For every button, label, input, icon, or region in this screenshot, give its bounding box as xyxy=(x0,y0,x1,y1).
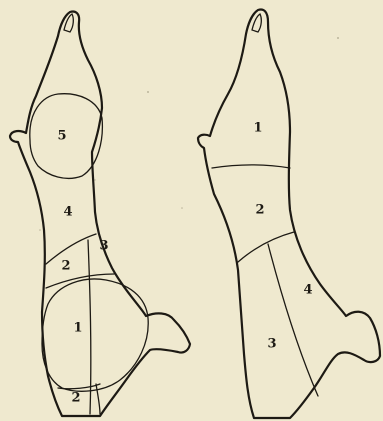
right-label-4: 4 xyxy=(303,283,312,298)
left-label-2-upper: 2 xyxy=(61,259,70,274)
left-label-3: 3 xyxy=(99,239,108,254)
right-line-1-2 xyxy=(212,165,290,168)
left-label-4: 4 xyxy=(63,205,72,220)
left-line-bottom-2 xyxy=(96,384,100,414)
right-label-3: 3 xyxy=(267,337,276,352)
left-outline xyxy=(10,11,190,416)
left-diagram: 5 4 3 2 1 2 xyxy=(10,11,190,416)
right-outline xyxy=(198,10,380,419)
right-label-2: 2 xyxy=(255,203,264,218)
left-vertical-line xyxy=(88,240,91,414)
right-shank-hole xyxy=(252,14,261,32)
left-label-5: 5 xyxy=(57,129,66,144)
left-region-1-boundary xyxy=(42,279,148,391)
right-label-1: 1 xyxy=(253,121,262,136)
paper-texture xyxy=(39,37,339,231)
right-diagram: 1 2 4 3 xyxy=(198,10,380,419)
left-line-bottom xyxy=(58,384,100,389)
left-label-2-lower: 2 xyxy=(71,391,80,406)
right-line-2-3 xyxy=(238,232,294,262)
left-label-1: 1 xyxy=(73,321,82,336)
